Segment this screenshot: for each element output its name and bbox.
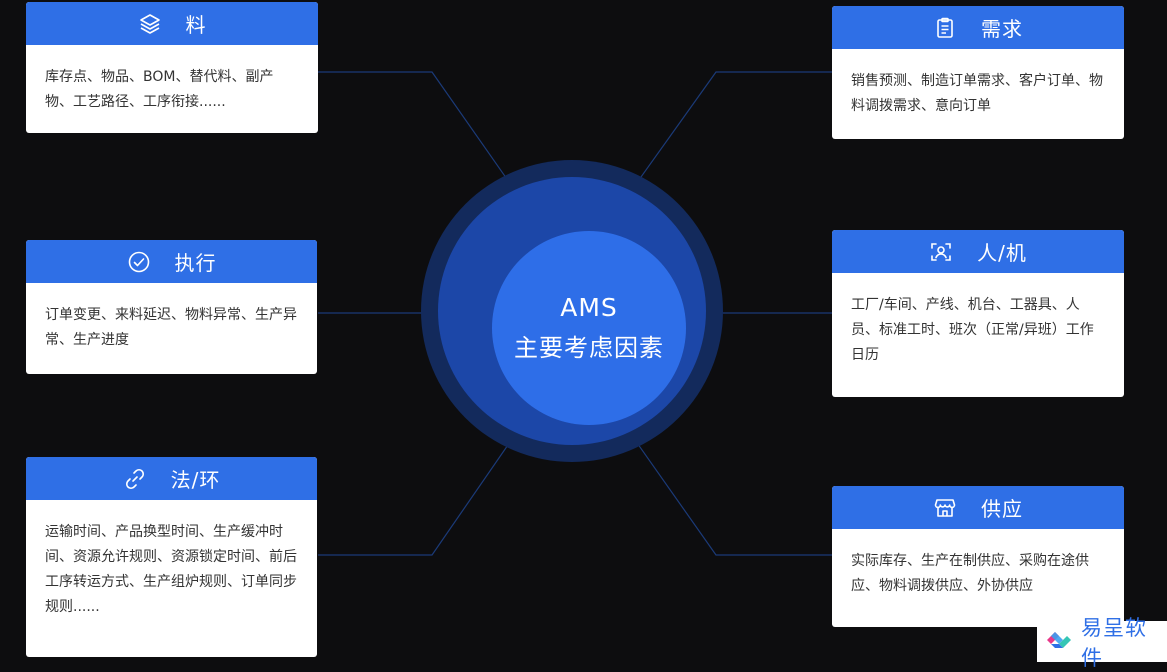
center-ring: AMS 主要考虑因素 [438, 177, 706, 445]
connector-line [615, 71, 832, 213]
card-supply: 供应 实际库存、生产在制供应、采购在途供应、物料调拨供应、外协供应 [832, 486, 1124, 627]
card-body: 订单变更、来料延迟、物料异常、生产异常、生产进度 [45, 307, 297, 348]
card-body: 运输时间、产品换型时间、生产缓冲时间、资源允许规则、资源锁定时间、前后工序转运方… [45, 524, 297, 615]
card-header: 料 [26, 2, 318, 45]
layers-icon [138, 12, 162, 36]
clipboard-icon [933, 16, 957, 40]
link-icon [123, 467, 147, 491]
card-body: 销售预测、制造订单需求、客户订单、物料调拨需求、意向订单 [851, 73, 1103, 114]
card-title: 料 [185, 13, 207, 37]
card-header: 法/环 [26, 457, 317, 500]
connector-line [318, 412, 531, 556]
card-people-machine: 人/机 工厂/车间、产线、机台、工器具、人员、标准工时、班次（正常/异班）工作日… [832, 230, 1124, 397]
center-core: AMS 主要考虑因素 [492, 231, 686, 425]
check-circle-icon [127, 250, 151, 274]
card-header: 供应 [832, 486, 1124, 529]
face-scan-icon [929, 240, 953, 264]
brand-name: 易呈软件 [1081, 615, 1147, 670]
center-title: AMS [560, 293, 618, 322]
card-header: 需求 [832, 6, 1124, 49]
card-header: 执行 [26, 240, 317, 283]
card-header: 人/机 [832, 230, 1124, 273]
card-execution: 执行 订单变更、来料延迟、物料异常、生产异常、生产进度 [26, 240, 317, 374]
card-title: 需求 [981, 17, 1023, 41]
card-material: 料 库存点、物品、BOM、替代料、副产物、工艺路径、工序衔接...... [26, 2, 318, 133]
card-rules-environment: 法/环 运输时间、产品换型时间、生产缓冲时间、资源允许规则、资源锁定时间、前后工… [26, 457, 317, 657]
center-circle: AMS 主要考虑因素 [421, 160, 723, 462]
card-title: 法/环 [170, 468, 221, 492]
card-demand: 需求 销售预测、制造订单需求、客户订单、物料调拨需求、意向订单 [832, 6, 1124, 139]
brand-logo-icon [1043, 627, 1075, 657]
card-title: 执行 [174, 251, 217, 275]
card-body: 实际库存、生产在制供应、采购在途供应、物料调拨供应、外协供应 [851, 553, 1089, 594]
card-title: 供应 [981, 497, 1023, 521]
connector-line [318, 71, 531, 213]
card-body: 工厂/车间、产线、机台、工器具、人员、标准工时、班次（正常/异班）工作日历 [851, 297, 1094, 363]
card-title: 人/机 [977, 241, 1027, 265]
card-body: 库存点、物品、BOM、替代料、副产物、工艺路径、工序衔接...... [45, 69, 274, 110]
store-icon [933, 496, 957, 520]
connector-line [615, 412, 832, 556]
center-subtitle: 主要考虑因素 [514, 334, 664, 362]
brand-watermark: 易呈软件 [1037, 616, 1167, 670]
